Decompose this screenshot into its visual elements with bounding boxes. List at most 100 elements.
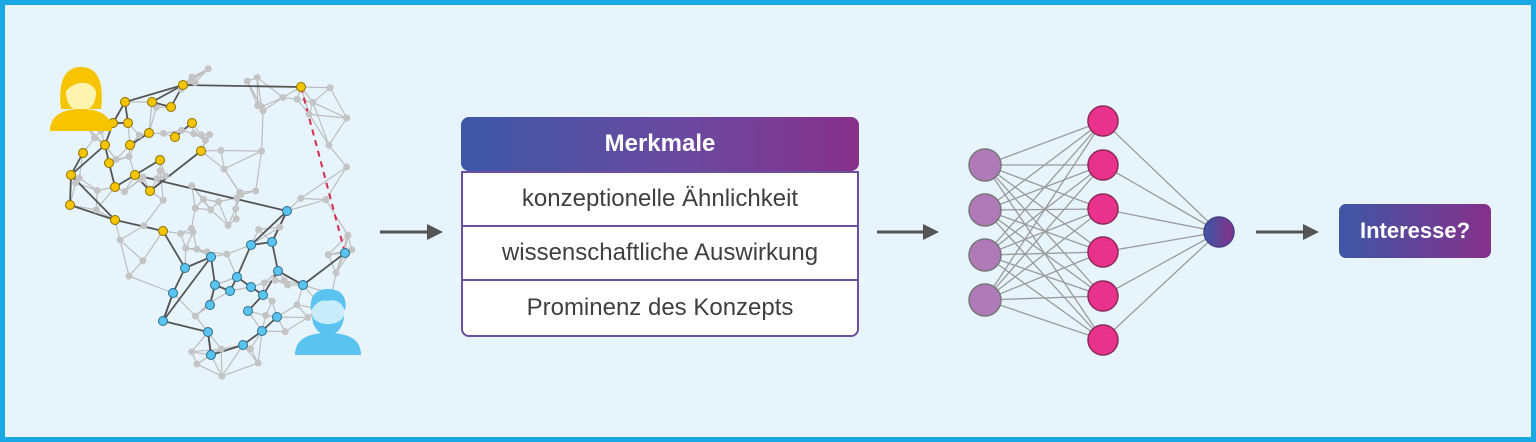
concept-node: [281, 328, 289, 336]
hidden-neuron: [1087, 324, 1119, 356]
researcher-a-node: [130, 170, 140, 180]
concept-node: [260, 279, 268, 287]
researcher-a-node: [120, 97, 130, 107]
hidden-neuron: [1087, 236, 1119, 268]
researcher-a-node: [170, 132, 180, 142]
researcher-b-node: [225, 286, 235, 296]
concept-node: [322, 196, 330, 204]
concept-node: [243, 77, 251, 85]
concept-node: [223, 250, 231, 258]
concept-node: [140, 222, 148, 230]
concept-node: [343, 163, 351, 171]
features-title: Merkmale: [461, 117, 859, 171]
researcher-a-node: [78, 148, 88, 158]
concept-node: [93, 186, 101, 194]
researcher-b-node: [267, 237, 277, 247]
hidden-neuron: [1087, 149, 1119, 181]
concept-node: [121, 188, 129, 196]
feature-concept-prominence: Prominenz des Konzepts: [526, 294, 794, 321]
concept-node: [297, 194, 305, 202]
concept-node: [160, 129, 168, 137]
output-neuron: [1203, 216, 1235, 248]
researcher-b-node: [258, 290, 268, 300]
concept-node: [135, 131, 143, 139]
researcher-a-node: [110, 215, 120, 225]
concept-node: [193, 360, 201, 368]
concept-network: [65, 65, 356, 380]
concept-node: [293, 301, 301, 309]
arrow-to-result: [1256, 224, 1319, 240]
concept-node: [217, 345, 225, 353]
concept-node: [276, 223, 284, 231]
concept-node: [262, 311, 270, 319]
concept-node: [247, 345, 255, 353]
concept-node: [199, 195, 207, 203]
concept-node: [305, 110, 313, 118]
concept-node: [304, 314, 312, 322]
arrow-to-features: [380, 224, 443, 240]
researcher-a-node: [196, 146, 206, 156]
concept-node: [191, 78, 199, 86]
researcher-a-node: [155, 155, 165, 165]
concept-node: [206, 131, 214, 139]
researcher-b-node: [158, 316, 168, 326]
researcher-b-node: [273, 266, 283, 276]
concept-node: [201, 136, 209, 144]
concept-node: [156, 167, 164, 175]
concept-node: [191, 312, 199, 320]
concept-node: [153, 175, 161, 183]
researcher-a-node: [144, 128, 154, 138]
concept-node: [348, 246, 356, 254]
concept-node: [325, 141, 333, 149]
researcher-b-node: [272, 312, 282, 322]
researcher-a-node: [296, 82, 306, 92]
researcher-a-node: [147, 97, 157, 107]
input-neuron: [968, 148, 1002, 182]
researcher-b-node: [257, 326, 267, 336]
concept-node: [193, 245, 201, 253]
concept-node: [254, 359, 262, 367]
neural-network: [968, 105, 1235, 356]
concept-node: [72, 179, 80, 187]
concept-node: [252, 187, 260, 195]
researcher-a-node: [166, 102, 176, 112]
hidden-neuron: [1087, 193, 1119, 225]
man-icon: [295, 289, 361, 355]
concept-node: [91, 134, 99, 142]
researcher-a-concepts: [65, 80, 306, 236]
concept-node: [204, 65, 212, 73]
researcher-a-node: [110, 182, 120, 192]
concept-node: [187, 224, 195, 232]
arrow-to-network: [877, 224, 939, 240]
concept-node: [293, 95, 301, 103]
concept-node: [75, 174, 83, 182]
features-panel: Merkmale konzeptionelle Ähnlichkeit wiss…: [461, 117, 859, 337]
hidden-neuron: [1087, 280, 1119, 312]
concept-node: [343, 114, 351, 122]
woman-icon: [50, 67, 112, 131]
concept-node: [280, 277, 288, 285]
researcher-b-node: [340, 248, 350, 258]
researcher-a-node: [125, 140, 135, 150]
researcher-b-node: [238, 340, 248, 350]
interest-result: Interesse?: [1339, 204, 1491, 258]
concept-node: [218, 372, 226, 380]
network-background-nodes: [72, 65, 356, 380]
researcher-a-node: [65, 200, 75, 210]
diagram-canvas: [50, 65, 1319, 380]
concept-node: [224, 221, 232, 229]
concept-node: [112, 155, 120, 163]
researcher-a-node: [187, 118, 197, 128]
concept-node: [177, 126, 185, 134]
researcher-b-node: [243, 306, 253, 316]
features-list: konzeptionelle Ähnlichkeit wissenschaftl…: [461, 171, 859, 337]
researcher-a-node: [100, 140, 110, 150]
researcher-b-node: [246, 282, 256, 292]
concept-node: [217, 146, 225, 154]
concept-node: [190, 130, 198, 138]
researcher-b-node: [210, 280, 220, 290]
researcher-a-node: [123, 118, 133, 128]
concept-node: [332, 269, 340, 277]
concept-node: [268, 297, 276, 305]
concept-node: [344, 231, 352, 239]
